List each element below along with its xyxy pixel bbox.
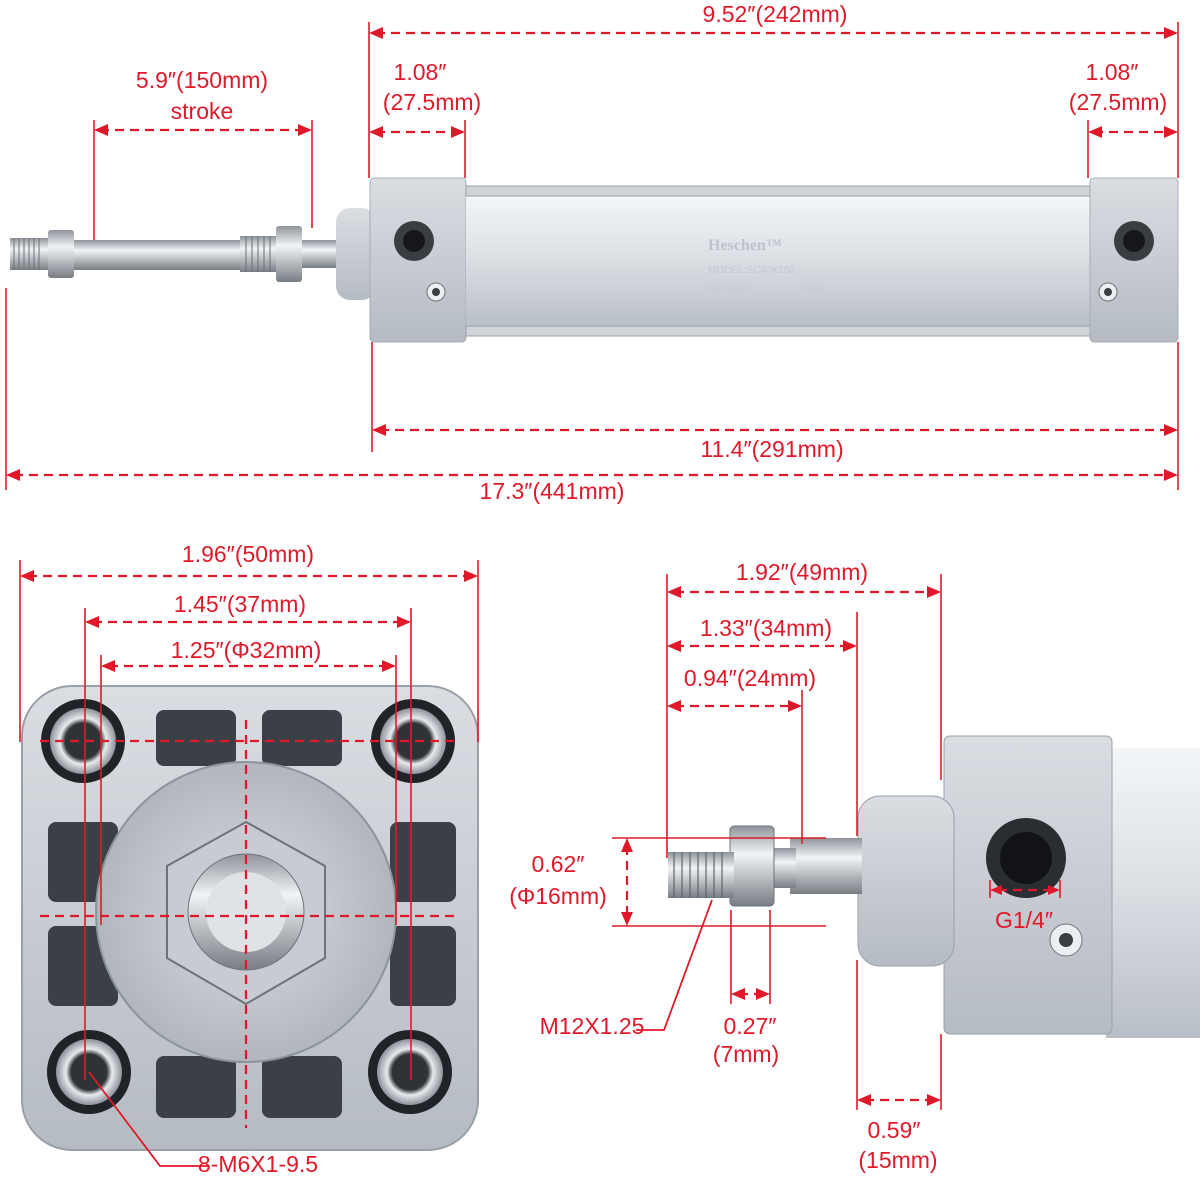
thread-label: M12X1.25: [540, 1013, 645, 1039]
cushion-screw: [432, 288, 440, 296]
stroke-caption-label: stroke: [171, 98, 234, 124]
model-label: MODEL:SC40X150: [708, 265, 795, 276]
rod-thread-end: [10, 238, 50, 270]
rod-thread-inner: [240, 236, 280, 272]
overall-label: 1.92″(49mm): [736, 559, 868, 585]
body-length-label: 11.4″(291mm): [700, 436, 843, 462]
right-cap-width-label: 1.08″: [1086, 59, 1139, 85]
nut-thickness-label: 0.27″: [724, 1013, 777, 1039]
mount-thread-label: 8-M6X1-9.5: [198, 1151, 318, 1177]
boss-length-label: 0.59″: [868, 1117, 921, 1143]
tie-rod-bottom: [465, 325, 1091, 337]
detail-boss: [857, 795, 955, 967]
pressure-value: 1.0 MPa: [800, 287, 826, 294]
rod-detail-view: 1.92″(49mm) 1.33″(34mm) 0.94″(24mm) 0.62…: [509, 559, 1200, 1173]
port-label: G1/4″: [995, 907, 1053, 933]
nut-thickness-mm-label: (7mm): [713, 1041, 779, 1067]
rod-diameter-mm-label: (Φ16mm): [509, 883, 607, 909]
total-length-label: 17.3″(441mm): [480, 478, 625, 504]
front-boss: [336, 208, 376, 300]
mount-thread-leader: [88, 1071, 208, 1167]
side-view: Heschen™ MODEL:SC40X150 MAX. PRESS. 1.0 …: [5, 1, 1179, 504]
cylinder-tube: [466, 196, 1090, 326]
short-label: 0.94″(24mm): [684, 665, 816, 691]
top-length-label: 9.52″(242mm): [703, 1, 848, 27]
end-view: 1.96″(50mm) 1.45″(37mm) 1.25″(Φ32mm) 8-M…: [19, 541, 479, 1177]
detail-tube: [1106, 748, 1200, 1038]
hole-spacing-label: 1.45″(37mm): [174, 591, 306, 617]
rod-diameter-label: 0.62″: [532, 851, 585, 877]
stroke-value-label: 5.9″(150mm): [136, 67, 268, 93]
rod-neck: [302, 240, 342, 268]
boss-length-mm-label: (15mm): [858, 1147, 937, 1173]
lock-nut: [276, 226, 302, 282]
outer-width-label: 1.96″(50mm): [182, 541, 314, 567]
bore-label: 1.25″(Φ32mm): [171, 637, 321, 663]
detail-thread: [668, 852, 734, 898]
tie-rod-top: [465, 185, 1091, 197]
rod-nut: [48, 230, 74, 278]
thread-leader: [636, 899, 713, 1031]
brand-label: Heschen™: [708, 237, 782, 254]
left-cap-width-label: 1.08″: [394, 59, 447, 85]
cylinder-body: Heschen™ MODEL:SC40X150 MAX. PRESS. 1.0 …: [10, 177, 1179, 343]
detail-rod: [790, 838, 862, 894]
right-cap-width-mm-label: (27.5mm): [1069, 89, 1167, 115]
left-cap-width-mm-label: (27.5mm): [383, 89, 481, 115]
mid-label: 1.33″(34mm): [700, 615, 832, 641]
piston-rod: [74, 240, 244, 270]
pressure-label: MAX. PRESS.: [708, 287, 753, 294]
